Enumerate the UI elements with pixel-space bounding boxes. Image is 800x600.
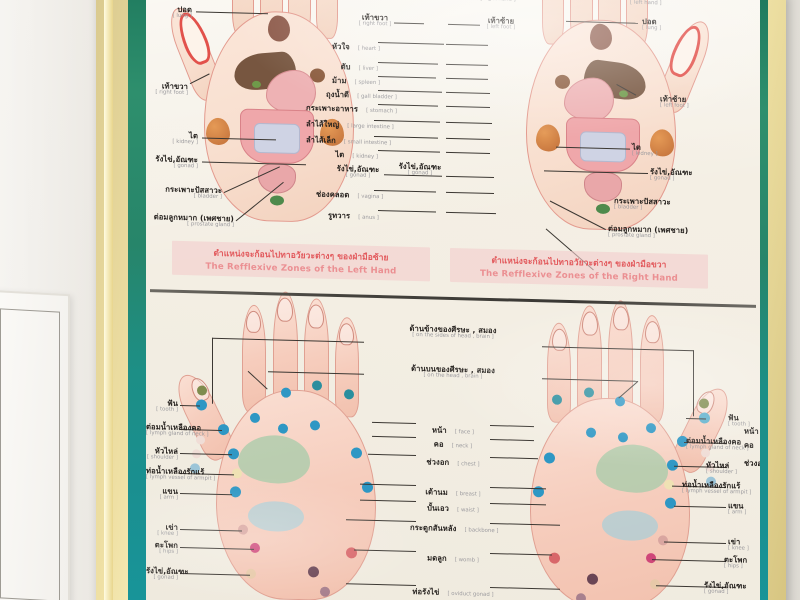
- label-neck: คอ [ neck ]: [433, 439, 473, 450]
- acupoint-hand-top-brain: [197, 385, 207, 396]
- label-bladder: กระเพาะปัสสาวะ [ bladder ]: [165, 184, 222, 201]
- acupoint-hand-top-brain: [699, 398, 709, 409]
- acupoint-finger-2: [281, 387, 291, 398]
- label-hips: ตะโพก [ hips ]: [724, 555, 748, 570]
- adjacent-panel-inner-border: [0, 308, 60, 600]
- acupoint-gonad: [650, 579, 660, 590]
- organ-heart: [268, 15, 290, 42]
- acupoint-palm-1: [618, 432, 628, 443]
- label-kidney: ไต [ kidney ]: [632, 142, 658, 158]
- acupoint-finger-1: [646, 422, 656, 434]
- acupoint-oviduct-2: [576, 593, 586, 600]
- label-arm: แขน [ arm ]: [159, 486, 178, 502]
- caption-left-hand: ตำแหน่งจะก้อนไปทาอวัยวะต่างๆ ของฝ่ามือซ้…: [172, 240, 430, 282]
- acupoint-hips: [646, 552, 656, 564]
- caption-right-hand: ตำแหน่งจะก้อนไปทาอวัยวะต่างๆ ของฝ่ามือขว…: [450, 247, 708, 289]
- organ-spleen: [555, 74, 570, 90]
- label-oviduct-gonad: ท่อรังไข่ [ oviduct gonad ]: [412, 586, 494, 599]
- hand-illustration-right: [476, 0, 717, 253]
- acupoint-finger-2: [615, 396, 625, 407]
- organ-anus: [596, 203, 610, 215]
- label-backbone: กระดูกสันหลัง [ backbone ]: [410, 522, 499, 535]
- acupoint-oviduct: [587, 573, 598, 585]
- acupoint-finger-4: [344, 389, 354, 400]
- label-lung: ปอด [ lung ]: [642, 16, 662, 32]
- label-lymph-vessel-of-armpit: ท่อน้ำเหลืองรักแร้ [ lymph vessel of arm…: [146, 466, 216, 483]
- label-gonad: รังไข่,อัณฑะ [ gonad ]: [336, 163, 380, 180]
- label-face-right: หน้า: [744, 426, 759, 436]
- acupoint-finger-3: [312, 380, 322, 391]
- label-knee: เข่า [ knee ]: [157, 522, 178, 538]
- label-vagina: ช่องคลอด [ vagina ]: [316, 189, 384, 201]
- reflexology-poster: มือขวา [ right hand ] ปอด [ lung ] เท้าข…: [146, 0, 760, 600]
- label-right-foot: เท้าขวา [ right foot ]: [358, 12, 392, 28]
- acupoint-palm-2: [310, 420, 320, 431]
- label-anus: รูทวาร [ anus ]: [328, 210, 379, 222]
- top-section-palm-organ-chart: มือขวา [ right hand ] ปอด [ lung ] เท้าข…: [146, 0, 760, 294]
- label-left-foot: เท้าซ้าย [ left foot ]: [660, 94, 689, 110]
- label-bladder: กระเพาะปัสสาวะ [ bladder ]: [614, 196, 671, 212]
- acupoint-palm-1: [278, 423, 288, 434]
- organ-gall-bladder: [619, 90, 628, 98]
- label-gonad: รังไข่,อัณฑะ [ gonad ]: [146, 566, 189, 582]
- label-right-foot: เท้าขวา [ right foot ]: [155, 81, 188, 97]
- organ-kidney-left: [206, 117, 230, 146]
- acupoint-palm-2: [586, 427, 596, 438]
- acupoint-oviduct: [308, 566, 319, 578]
- acupoint-finger-3: [584, 387, 594, 398]
- label-prostate-gland: ต่อมลูกหมาก (เพศชาย) [ prostate gland ]: [153, 212, 234, 229]
- label-gonad: รังไข่,อัณฑะ [ gonad ]: [704, 580, 747, 596]
- label-left-foot: เท้าซ้าย [ left foot ]: [486, 15, 516, 31]
- acupoint-finger-1: [250, 412, 260, 424]
- label-hips: ตะโพก [ hips ]: [154, 540, 178, 556]
- acupoint-backbone: [544, 452, 555, 464]
- label-lymph-vessel-of-armpit: ท่อน้ำเหลืองรักแร้ [ lymph vessel of arm…: [682, 479, 752, 496]
- label-lung: ปอด [ lung ]: [172, 4, 192, 20]
- label-gonad: รังไข่,อัณฑะ [ gonad ]: [650, 167, 693, 182]
- acupoint-oviduct-2: [320, 586, 330, 597]
- label-chest-right: ช่วงอก: [744, 458, 760, 469]
- acupoint-knee: [658, 535, 668, 546]
- acupoint-backbone: [351, 447, 362, 459]
- label-womb: มดลูก [ womb ]: [427, 553, 479, 564]
- label-heart: หัวใจ [ heart ]: [332, 41, 380, 53]
- label-waist: บั้นเอว [ waist ]: [427, 503, 479, 514]
- organ-anus: [270, 195, 284, 206]
- label-arm: แขน [ arm ]: [728, 501, 747, 516]
- acupoint-finger-4: [552, 394, 562, 405]
- label-prostate-gland: ต่อมลูกหมาก (เพศชาย) [ prostate gland ]: [608, 224, 689, 240]
- label-gonad: รังไข่,อัณฑะ [ gonad ]: [398, 161, 442, 177]
- label-shoulder: หัวไหล่ [ shoulder ]: [146, 446, 178, 462]
- acupoint-arm: [665, 497, 676, 509]
- label-gonad: รังไข่,อัณฑะ [ gonad ]: [155, 154, 198, 170]
- organ-gall-bladder: [252, 80, 261, 89]
- label-kidney: ไต [ kidney ]: [335, 149, 378, 161]
- adjacent-white-panel: [0, 289, 70, 600]
- label-neck-right: คอ: [744, 440, 754, 450]
- picture-frame-highlight: [104, 0, 113, 600]
- label-knee: เข่า [ knee ]: [728, 537, 749, 552]
- label-lymph-gland-of-neck: ต่อมน้ำเหลืองคอ [ lymph gland of neck ]: [146, 422, 209, 438]
- acupoint-arm: [230, 486, 241, 498]
- organ-heart: [590, 23, 612, 51]
- label-chest: ช่วงอก [ chest ]: [426, 457, 480, 468]
- label-tooth: ฟัน [ tooth ]: [156, 398, 178, 414]
- acupoint-lymph-vessel-of-armpit: [664, 479, 674, 490]
- bottom-section-acupoint-chart: ด้านข้างของศีรษะ , สมอง [ on the sides o…: [146, 291, 760, 600]
- label-kidney: ไต [ kidney ]: [172, 131, 198, 146]
